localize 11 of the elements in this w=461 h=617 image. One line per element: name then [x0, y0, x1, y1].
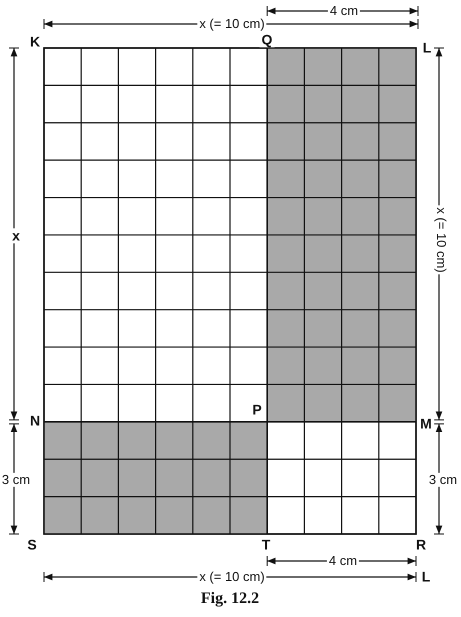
figure-caption: Fig. 12.2 — [200, 590, 260, 608]
dimension-label: x (= 10 cm) — [197, 570, 267, 584]
dimension-label: x (= 10 cm) — [434, 205, 448, 275]
dimension-label: 3 cm — [426, 472, 460, 488]
dimension-label: x (= 10 cm) — [197, 16, 267, 32]
point-label: x — [10, 228, 22, 244]
dimension-label: 3 cm — [0, 472, 32, 488]
point-label: S — [25, 537, 39, 553]
dimension-label: 4 cm — [328, 4, 360, 18]
point-label: Q — [260, 32, 274, 48]
dimension-label: 4 cm — [326, 554, 360, 568]
